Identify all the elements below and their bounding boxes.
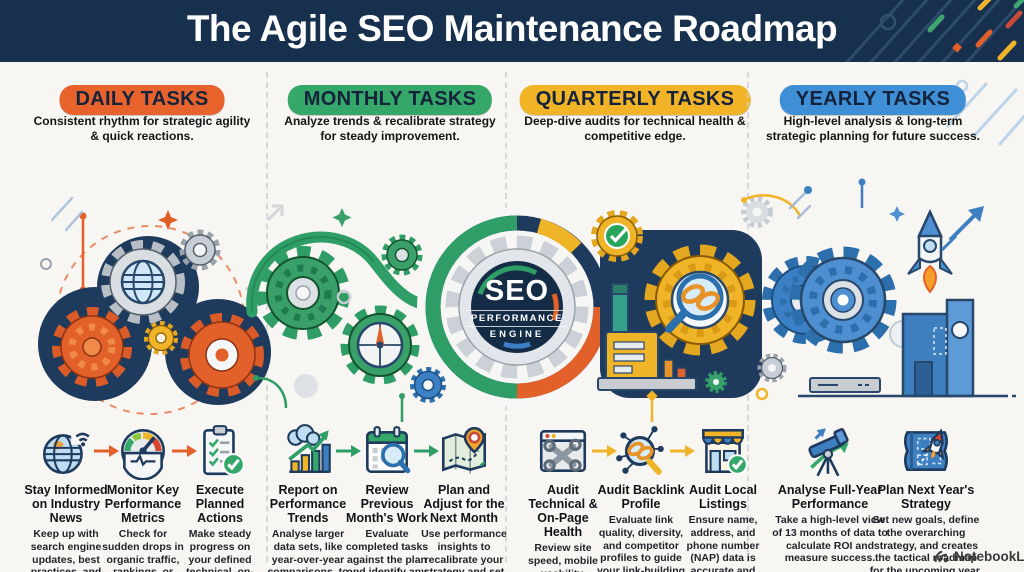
task-item-review-month: Review Previous Month's Work Evaluate co…: [342, 422, 432, 572]
growth-arrow-icon: [940, 206, 984, 252]
notebooklm-brand: NotebookLM: [934, 549, 1024, 564]
gears-illustration: [38, 178, 1020, 422]
orange-gear-icon: [52, 307, 132, 387]
task-item-audit-local: Audit Local Listings Ensure name, addres…: [677, 422, 769, 572]
tiny-green-gear-icon: [705, 371, 727, 393]
factory-icon: [597, 283, 697, 391]
task-desc: Analyse larger data sets, like year-over…: [267, 528, 348, 572]
small-yellow-gear-icon: [144, 321, 178, 355]
yearly-tasks-pill: YEARLY TASKS: [779, 85, 967, 115]
task-desc: Use performance insights to recalibrate …: [421, 528, 507, 572]
small-gray-gear-icon: [757, 353, 787, 383]
task-title: Audit Local Listings: [688, 483, 758, 511]
task-desc: Evaluate link quality, diversity, and co…: [596, 514, 686, 572]
blueprint-rocket-icon: [897, 422, 955, 480]
faint-gear-icon: [741, 196, 773, 228]
seo-engine-label: SEO PERFORMANCE ENGINE: [457, 277, 577, 340]
task-title: Plan and Adjust for the Next Month: [423, 483, 505, 525]
quarterly-gears: [591, 194, 850, 422]
small-silver-gear-icon: [179, 229, 221, 271]
task-title: Stay Informed on Industry News: [24, 483, 108, 525]
task-item-analyse-year: Analyse Full-Year Performance Take a hig…: [771, 422, 889, 565]
task-item-plan-strategy: Plan Next Year's Strategy Set new goals,…: [867, 422, 985, 572]
monthly-subtitle: Analyze trends & recalibrate strategy fo…: [284, 114, 496, 143]
notebooklm-logo-icon: [934, 550, 948, 563]
task-title: Execute Planned Actions: [195, 483, 245, 525]
task-item-monitor-metrics: Monitor Key Performance Metrics Check fo…: [101, 422, 185, 572]
arrow-right-icon: [414, 445, 439, 457]
map-pin-icon: [435, 422, 493, 480]
yearly-gears: [788, 178, 1020, 398]
task-title: Review Previous Month's Work: [346, 483, 428, 525]
daily-gears: [38, 196, 271, 415]
task-item-audit-backlinks: Audit Backlink Profile Evaluate link qua…: [595, 422, 687, 572]
arrow-right-icon: [592, 445, 617, 457]
task-item-plan-adjust: Plan and Adjust for the Next Month Use p…: [419, 422, 509, 572]
monthly-gears: [246, 204, 474, 422]
arrow-right-icon: [94, 445, 119, 457]
sparkle-icon: [889, 206, 905, 222]
task-desc: Ensure name, address, and phone number (…: [686, 514, 760, 572]
task-desc: Keep up with search engine updates, best…: [30, 528, 102, 572]
task-item-stay-informed: Stay Informed on Industry News Keep up w…: [24, 422, 108, 572]
arrow-right-icon: [670, 445, 695, 457]
task-desc: Set new goals, define the overarching st…: [869, 514, 983, 572]
globe-signal-icon: [37, 422, 95, 480]
green-gear-icon: [256, 246, 350, 340]
engine-subtitle: PERFORMANCE: [467, 310, 567, 327]
task-title: Report on Performance Trends: [269, 483, 347, 525]
gauge-gear-icon: [340, 305, 420, 385]
yellow-check-gear-icon: [591, 210, 643, 262]
task-title: Analyse Full-Year Performance: [777, 483, 883, 511]
task-title: Audit Backlink Profile: [597, 483, 685, 511]
clipboard-check-icon: [191, 422, 249, 480]
orange-gear-icon: [180, 313, 264, 397]
quarterly-tasks-pill: QUARTERLY TASKS: [519, 85, 751, 115]
engine-title: SEO: [484, 275, 550, 307]
small-blue-gear-icon: [410, 367, 446, 403]
arrow-right-icon: [172, 445, 197, 457]
gauge-icon: [114, 422, 172, 481]
seo-engine-dial: [417, 207, 617, 407]
task-item-audit-technical: Audit Technical & On-Page Health Review …: [517, 422, 609, 572]
faint-gear-icon: [294, 374, 318, 398]
gear-pedestal: [809, 377, 881, 393]
brand-label: NotebookLM: [954, 549, 1024, 564]
task-title: Monitor Key Performance Metrics: [104, 483, 182, 525]
browser-wrenches-icon: [534, 422, 592, 480]
link-magnifier-icon: [612, 422, 670, 480]
building-icon: [901, 298, 975, 398]
task-desc: Check for sudden drops in organic traffi…: [102, 528, 184, 572]
storefront-check-icon: [694, 422, 752, 480]
trend-chart-icon: [279, 422, 337, 480]
task-item-execute-actions: Execute Planned Actions Make steady prog…: [178, 422, 262, 572]
task-title: Audit Technical & On-Page Health: [528, 483, 598, 539]
task-desc: Evaluate completed tasks against the pla…: [345, 528, 429, 572]
yearly-subtitle: High-level analysis & long-term strategi…: [765, 114, 981, 143]
quarterly-subtitle: Deep-dive audits for technical health & …: [524, 114, 746, 143]
small-green-gear-icon: [381, 234, 423, 276]
page-title: The Agile SEO Maintenance Roadmap: [186, 8, 838, 49]
task-desc: Take a high-level view of 13 months of d…: [772, 514, 888, 565]
task-desc: Make steady progress on your defined tec…: [186, 528, 254, 572]
daily-tasks-pill: DAILY TASKS: [59, 85, 225, 115]
telescope-icon: [801, 422, 859, 480]
task-title: Plan Next Year's Strategy: [877, 483, 975, 511]
backlink-magnifier-gear-icon: [644, 244, 756, 356]
sparkle-icon: [158, 210, 178, 230]
engine-subtitle2: ENGINE: [489, 329, 545, 340]
rocket-icon: [907, 208, 953, 294]
sparkle-icon: [332, 208, 352, 227]
arrow-right-icon: [336, 445, 361, 457]
calendar-magnifier-icon: [358, 422, 416, 480]
monthly-tasks-pill: MONTHLY TASKS: [287, 85, 493, 115]
daily-subtitle: Consistent rhythm for strategic agility …: [33, 114, 251, 143]
task-item-report-trends: Report on Performance Trends Analyse lar…: [263, 422, 353, 572]
big-blue-gear-icon: [789, 246, 897, 354]
task-desc: Review site speed, mobile usability, str…: [527, 542, 599, 572]
header-decor-stripes: [845, 0, 1024, 62]
header-band: The Agile SEO Maintenance Roadmap: [0, 0, 1024, 62]
globe-gear-icon: [101, 240, 185, 324]
